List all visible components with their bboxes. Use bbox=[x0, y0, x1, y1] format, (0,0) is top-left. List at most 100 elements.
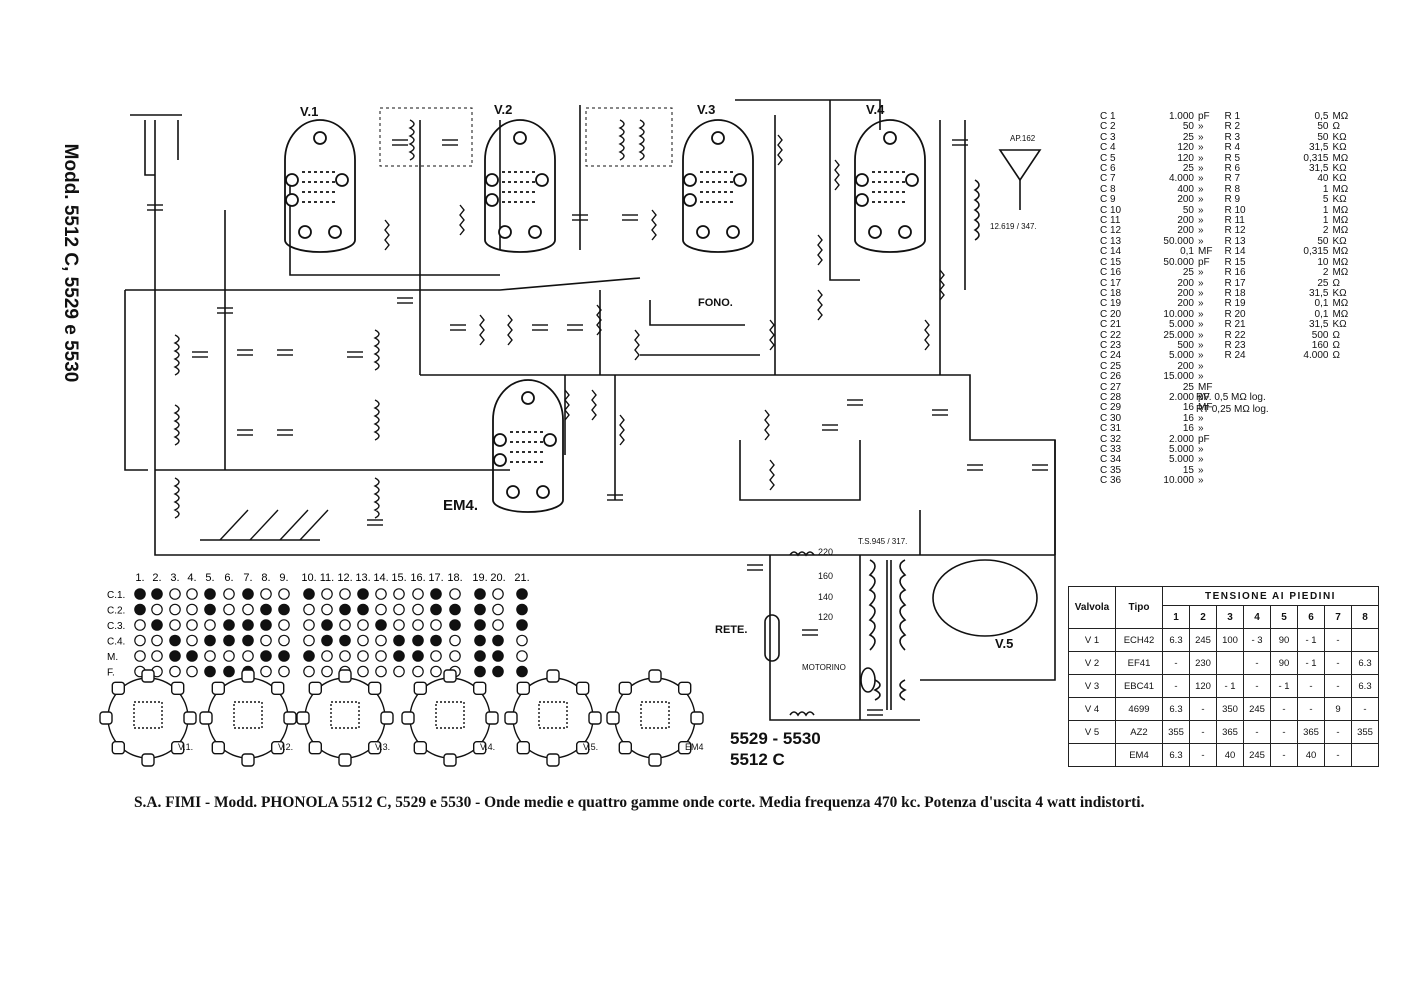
component-cell: R 8 bbox=[1224, 183, 1241, 195]
component-cell: C 26 bbox=[1100, 371, 1122, 383]
component-cell: 2 bbox=[1322, 225, 1329, 237]
socket-label: EM4 bbox=[685, 742, 704, 752]
pin-header: 8 bbox=[1351, 605, 1379, 629]
component-cell bbox=[1266, 372, 1330, 382]
tension-cell: EF41 bbox=[1115, 651, 1163, 675]
component-cell bbox=[1214, 466, 1266, 476]
tube-socket: V.3. bbox=[296, 669, 394, 767]
component-cell: C 5 bbox=[1100, 152, 1116, 164]
component-cell: C 15 bbox=[1100, 256, 1122, 268]
tension-cell: 6.3 bbox=[1162, 697, 1190, 721]
matrix-contact bbox=[242, 588, 254, 600]
matrix-contact bbox=[303, 665, 315, 678]
matrix-contact bbox=[223, 665, 235, 678]
matrix-contact bbox=[357, 619, 369, 631]
matrix-contact bbox=[449, 619, 461, 631]
tension-cell: - 1 bbox=[1297, 651, 1325, 675]
component-cell: 31,5 bbox=[1308, 142, 1329, 154]
tube-label-v1: V.1 bbox=[300, 104, 319, 119]
note-rv: RV. 0,5 MΩ log. bbox=[1196, 392, 1266, 403]
matrix-contact bbox=[474, 650, 486, 662]
component-cell: MΩ bbox=[1332, 204, 1349, 216]
component-cell bbox=[1214, 435, 1266, 445]
component-cell: R 21 bbox=[1224, 319, 1246, 331]
component-cell: 1 bbox=[1322, 204, 1329, 216]
resistor bbox=[764, 409, 770, 441]
matrix-contact bbox=[204, 619, 216, 631]
capacitor bbox=[237, 429, 253, 436]
matrix-contact bbox=[412, 650, 424, 662]
component-cell: R 15 bbox=[1224, 256, 1246, 268]
component-cell: Ω bbox=[1332, 350, 1340, 362]
matrix-contact bbox=[303, 619, 315, 631]
component-cell: 25 bbox=[1182, 163, 1194, 175]
matrix-contact bbox=[357, 650, 369, 662]
tube-socket: V.2. bbox=[199, 669, 297, 767]
capacitor bbox=[147, 204, 163, 211]
matrix-row-label: C.4. bbox=[107, 637, 125, 648]
tension-cell: 6.3 bbox=[1162, 743, 1190, 767]
component-cell: » bbox=[1198, 173, 1204, 185]
component-cell: 200 bbox=[1177, 360, 1194, 372]
tension-cell: - bbox=[1324, 743, 1352, 767]
note-rt: RT 0,25 MΩ log. bbox=[1196, 404, 1269, 415]
matrix-contact bbox=[412, 619, 424, 631]
component-cell: 5.000 bbox=[1168, 454, 1194, 466]
matrix-contact bbox=[492, 665, 504, 678]
component-cell: » bbox=[1198, 142, 1204, 154]
component-cell: C 17 bbox=[1100, 277, 1122, 289]
tension-cell: - bbox=[1189, 697, 1217, 721]
component-cell: C 11 bbox=[1100, 215, 1121, 227]
matrix-contact bbox=[393, 665, 405, 678]
pin-header: 2 bbox=[1189, 605, 1217, 629]
matrix-contact bbox=[260, 588, 272, 600]
component-cell: 1 bbox=[1322, 215, 1329, 227]
component-cell: MΩ bbox=[1332, 225, 1349, 237]
component-cell bbox=[1214, 372, 1266, 382]
matrix-contact bbox=[223, 619, 235, 631]
potentiometer-notes: RV. 0,5 MΩ log. RT 0,25 MΩ log. bbox=[1196, 392, 1269, 416]
component-cell: R 9 bbox=[1224, 194, 1241, 206]
component-cell: 15 bbox=[1182, 464, 1194, 476]
matrix-row-label: C.3. bbox=[107, 621, 125, 632]
component-cell: 31,5 bbox=[1308, 319, 1329, 331]
component-cell: R 17 bbox=[1224, 277, 1246, 289]
coil bbox=[373, 329, 380, 371]
component-cell bbox=[1330, 362, 1354, 372]
matrix-contact bbox=[393, 619, 405, 631]
tube-socket: V.1. bbox=[99, 669, 197, 767]
component-cell: R 4 bbox=[1224, 142, 1241, 154]
matrix-contact bbox=[339, 619, 351, 631]
component-cell: KΩ bbox=[1332, 173, 1347, 185]
component-cell: 0,1 bbox=[1314, 298, 1329, 310]
component-cell: KΩ bbox=[1332, 319, 1347, 331]
matrix-contact bbox=[204, 603, 216, 616]
resistor bbox=[459, 204, 465, 236]
resistor bbox=[651, 209, 657, 241]
component-cell: » bbox=[1198, 183, 1204, 195]
matrix-contact bbox=[516, 650, 528, 662]
tension-cell: - bbox=[1270, 697, 1298, 721]
matrix-contact bbox=[169, 603, 181, 616]
matrix-contact bbox=[321, 665, 333, 678]
matrix-contact bbox=[151, 634, 163, 647]
matrix-contact bbox=[134, 588, 146, 600]
component-cell: 25.000 bbox=[1163, 329, 1194, 341]
pin-header: 5 bbox=[1270, 605, 1298, 629]
tension-cell: - bbox=[1189, 720, 1217, 744]
matrix-contact bbox=[474, 665, 486, 678]
component-cell: C 22 bbox=[1100, 329, 1122, 341]
capacitor bbox=[532, 324, 548, 331]
matrix-contact bbox=[242, 619, 254, 631]
resistor bbox=[817, 289, 823, 321]
tube-label-v5: V.5 bbox=[995, 636, 1014, 651]
matrix-column-label: 20. bbox=[490, 572, 505, 584]
component-cell: 5.000 bbox=[1168, 444, 1194, 455]
